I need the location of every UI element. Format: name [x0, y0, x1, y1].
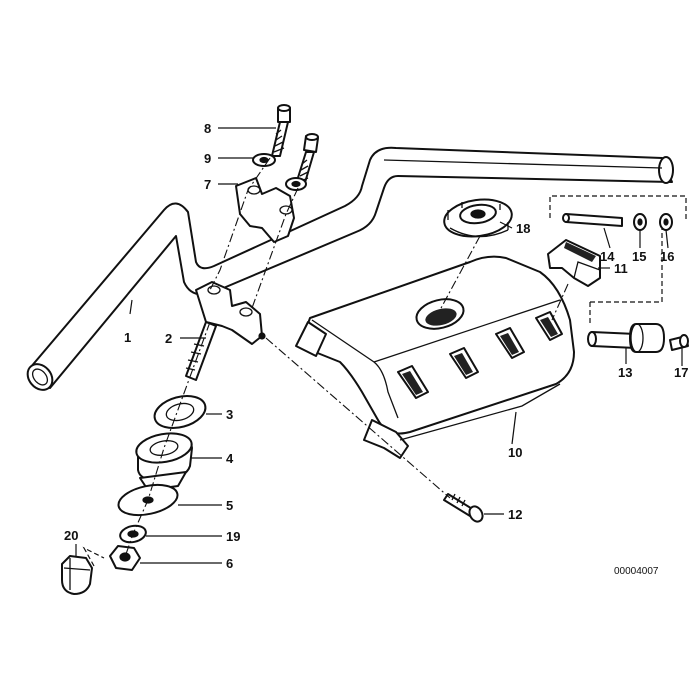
callout-5: 5: [226, 498, 233, 513]
clip[interactable]: [547, 239, 601, 287]
bolt-upper-left[interactable]: [271, 104, 291, 157]
cap-nut[interactable]: [61, 555, 93, 595]
callout-13: 13: [618, 365, 632, 380]
hex-nut[interactable]: [109, 545, 141, 571]
reference-number: 00004007: [614, 566, 659, 577]
callout-11: 11: [614, 261, 628, 276]
bar-end-weight[interactable]: [587, 323, 665, 353]
callout-10: 10: [508, 445, 522, 460]
screw-12[interactable]: [443, 493, 485, 524]
callout-1: 1: [124, 330, 131, 345]
clamp-lower[interactable]: [185, 281, 266, 381]
callout-12: 12: [508, 507, 522, 522]
pin[interactable]: [562, 213, 623, 227]
clamp-upper[interactable]: [235, 177, 295, 243]
callout-15: 15: [632, 249, 646, 264]
leader-lines: [75, 127, 683, 564]
callout-16: 16: [660, 249, 674, 264]
filler-cap[interactable]: [442, 195, 514, 240]
washer-3[interactable]: [151, 391, 209, 433]
callout-20: 20: [64, 528, 78, 543]
washer-left[interactable]: [252, 153, 276, 167]
handlebar-cover[interactable]: [295, 255, 575, 459]
washer-16[interactable]: [659, 213, 673, 231]
callout-9: 9: [204, 151, 211, 166]
callout-labels: 1 2 3 4 5 6 7 8 9 10 11 12 13 14 15 16 1…: [64, 121, 688, 571]
callout-14: 14: [600, 249, 615, 264]
washer-15[interactable]: [633, 213, 647, 231]
washer-right[interactable]: [285, 177, 307, 191]
callout-4: 4: [226, 451, 234, 466]
callout-19: 19: [226, 529, 240, 544]
rubber-bushing[interactable]: [134, 429, 194, 491]
callout-3: 3: [226, 407, 233, 422]
callout-8: 8: [204, 121, 211, 136]
bolt-upper-right[interactable]: [295, 133, 319, 187]
callout-17: 17: [674, 365, 688, 380]
callout-7: 7: [204, 177, 211, 192]
screw-17[interactable]: [669, 334, 689, 351]
handlebar[interactable]: [23, 146, 674, 395]
callout-18: 18: [516, 221, 530, 236]
callout-2: 2: [165, 331, 172, 346]
callout-6: 6: [226, 556, 233, 571]
alignment-lines: [82, 157, 687, 567]
